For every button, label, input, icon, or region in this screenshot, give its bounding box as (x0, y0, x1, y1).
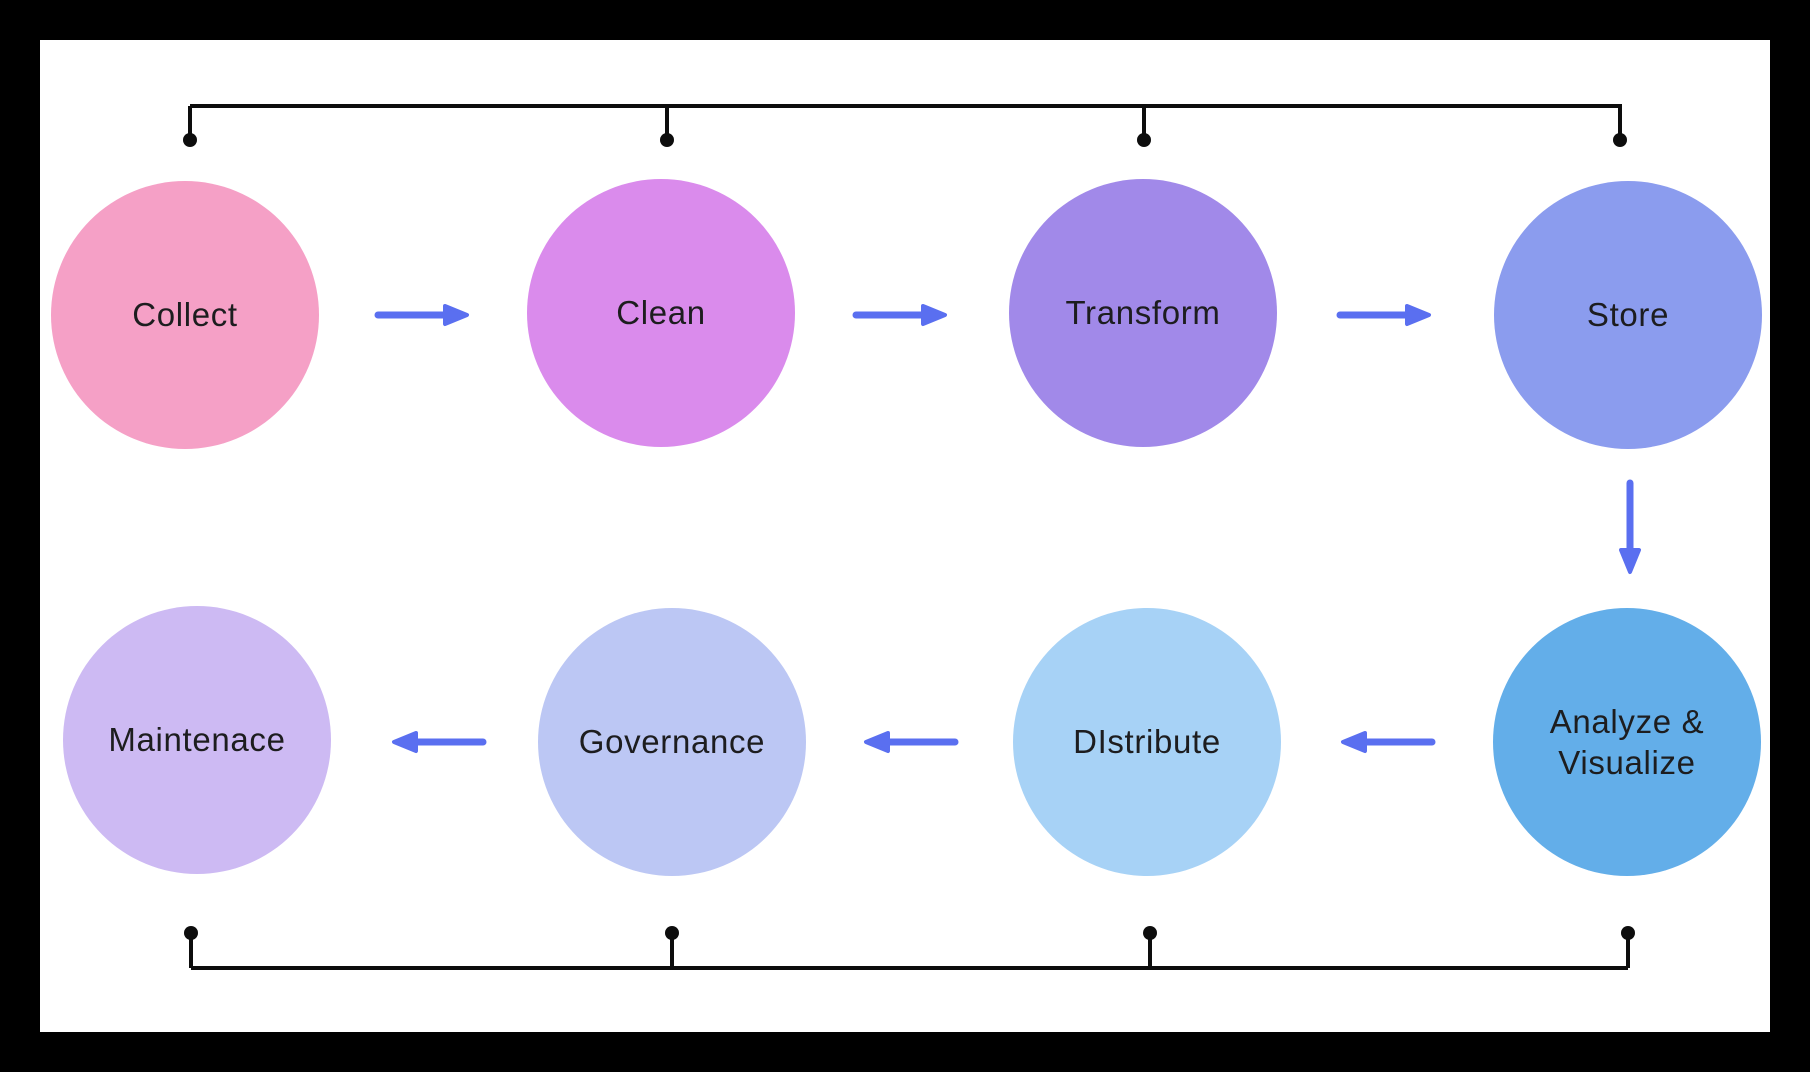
top-connector-stub (188, 106, 192, 136)
node-clean-label: Clean (616, 294, 706, 332)
bottom-connector-stub (1626, 938, 1630, 968)
connector-dot (1621, 926, 1635, 940)
bottom-connector-stub (189, 938, 193, 968)
connector-dot (184, 926, 198, 940)
connector-dot (1143, 926, 1157, 940)
arrow-store-to-analyze-icon (1618, 478, 1642, 578)
arrow-collect-to-clean-icon (373, 303, 473, 327)
node-analyze-visualize-label: Analyze & Visualize (1549, 702, 1705, 781)
top-connector-line (190, 104, 1622, 108)
arrow-analyze-to-distribute-icon (1337, 730, 1437, 754)
connector-dot (1613, 133, 1627, 147)
node-clean: Clean (527, 179, 795, 447)
connector-dot (1137, 133, 1151, 147)
node-transform: Transform (1009, 179, 1277, 447)
node-governance: Governance (538, 608, 806, 876)
arrow-governance-to-maintenance-icon (388, 730, 488, 754)
node-distribute-label: DIstribute (1073, 723, 1221, 761)
top-connector-stub (1142, 106, 1146, 136)
connector-dot (660, 133, 674, 147)
node-collect-label: Collect (132, 296, 238, 334)
node-analyze-visualize: Analyze & Visualize (1493, 608, 1761, 876)
connector-dot (183, 133, 197, 147)
node-maintenance: Maintenace (63, 606, 331, 874)
node-store: Store (1494, 181, 1762, 449)
node-distribute: DIstribute (1013, 608, 1281, 876)
node-transform-label: Transform (1065, 294, 1221, 332)
node-governance-label: Governance (578, 723, 766, 761)
bottom-connector-stub (1148, 938, 1152, 968)
bottom-connector-line (191, 966, 1628, 970)
top-connector-stub (665, 106, 669, 136)
node-maintenance-label: Maintenace (108, 721, 286, 759)
top-connector-stub (1618, 106, 1622, 136)
arrow-clean-to-transform-icon (851, 303, 951, 327)
arrow-transform-to-store-icon (1335, 303, 1435, 327)
diagram-canvas: Collect Clean Transform Store Analyze & … (40, 40, 1770, 1032)
connector-dot (665, 926, 679, 940)
bottom-connector-stub (670, 938, 674, 968)
node-collect: Collect (51, 181, 319, 449)
arrow-distribute-to-governance-icon (860, 730, 960, 754)
node-store-label: Store (1586, 296, 1670, 334)
